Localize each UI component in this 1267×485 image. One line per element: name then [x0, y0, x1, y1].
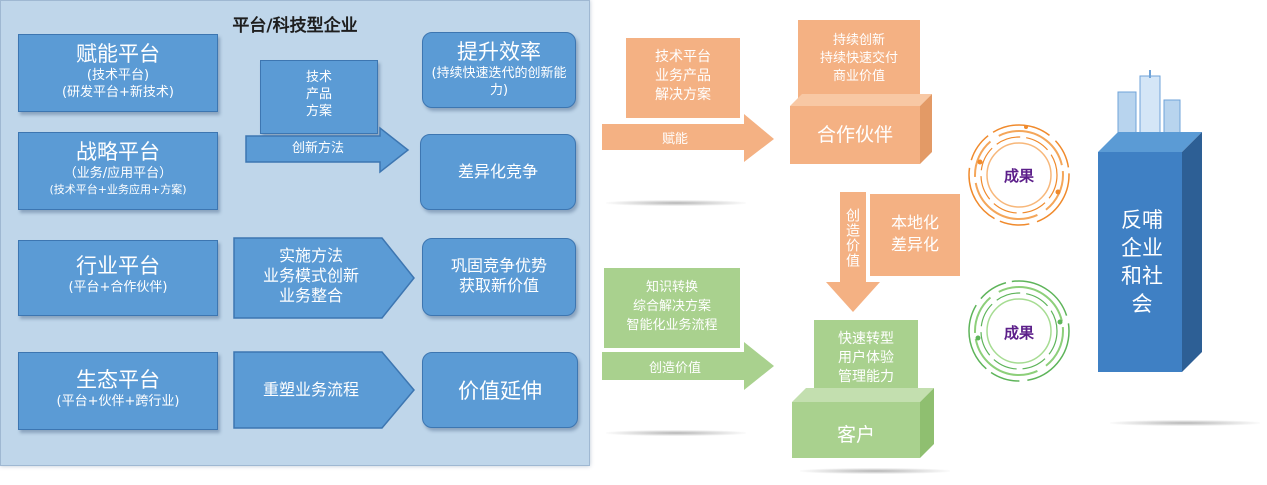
localize-line: 本地化 [890, 213, 939, 232]
customer-label: 客户 [836, 424, 875, 446]
impl-arrow-shape [233, 237, 415, 319]
reshape-arrow-label: 重塑业务流程 [262, 380, 359, 399]
customer-top-line: 管理能力 [838, 369, 894, 385]
source-line: 技术平台 [655, 49, 711, 65]
source-line: 业务产品 [655, 68, 711, 84]
tech-line: 方案 [305, 104, 332, 119]
outcome-title: 价值延伸 [458, 379, 542, 403]
platform-empower: 赋能平台 (技术平台) (研发平台+新技术) [18, 34, 218, 112]
partner-top-line: 商业价值 [832, 69, 885, 84]
city-building-icon [1098, 70, 1202, 372]
feedback-line: 会 [1131, 292, 1153, 316]
reshape-arrow-shape [233, 351, 415, 429]
outcome-advantage: 巩固竞争优势 获取新价值 [422, 238, 576, 316]
localize-box: 本地化 差异化 [870, 194, 960, 276]
method-arrow-label: 创新方法 [291, 141, 344, 156]
impl-line: 业务模式创新 [262, 266, 359, 285]
platform-industry: 行业平台 (平台+合作伙伴) [18, 240, 218, 316]
localize-line: 差异化 [890, 235, 939, 254]
outcome-value-extension: 价值延伸 [422, 352, 578, 428]
result-ring-orange [968, 124, 1070, 226]
platform-name: 赋能平台 [76, 42, 160, 66]
result-ring-green [968, 280, 1070, 382]
platform-sub2: (研发平台+新技术) [61, 85, 175, 100]
impl-line: 业务整合 [278, 286, 343, 305]
outcome-line: 获取新价值 [458, 276, 539, 295]
green-line: 智能化业务流程 [626, 318, 718, 333]
panel-title: 平台/科技型企业 [232, 16, 358, 36]
platform-name: 战略平台 [76, 140, 160, 164]
green-line: 综合解决方案 [632, 299, 711, 314]
create-value-down-arrow [826, 192, 880, 312]
feedback-line: 反哺 [1121, 208, 1163, 232]
feedback-line: 企业 [1121, 236, 1163, 260]
partner-label: 合作伙伴 [816, 124, 893, 146]
customer-top-box: 快速转型 用户体验 管理能力 [814, 320, 918, 398]
feedback-line: 和社 [1121, 264, 1163, 288]
empower-arrow-label: 赋能 [661, 132, 688, 147]
platform-sub2: (技术平台+业务应用+方案) [49, 183, 187, 196]
platform-ecosystem: 生态平台 (平台+伙伴+跨行业) [18, 352, 218, 430]
tech-product-box: 技术 产品 方案 [260, 60, 378, 134]
platform-sub: (平台+合作伙伴) [68, 280, 168, 295]
method-arrow-shape [245, 126, 410, 174]
green-line: 知识转换 [645, 280, 698, 295]
green-arrow-shape [602, 342, 774, 390]
outcome-sub: (持续快速迭代的创新能力) [431, 66, 567, 98]
impl-arrow-text: 实施方法 业务模式创新 业务整合 [236, 246, 386, 306]
outcome-differentiation: 差异化竞争 [420, 134, 576, 210]
outcome-title: 差异化竞争 [457, 162, 538, 181]
empower-arrow-shape [602, 114, 774, 162]
feedback-text: 反哺 企业 和社 会 [1104, 206, 1180, 318]
partner-top-line: 持续快速交付 [819, 51, 898, 66]
result-label: 成果 [1003, 167, 1034, 185]
partner-box-shape [790, 94, 932, 164]
down-arrow-label: 创造价值 [844, 208, 860, 268]
platform-strategy: 战略平台 （业务/应用平台） (技术平台+业务应用+方案) [18, 132, 218, 210]
tech-line: 产品 [305, 87, 332, 102]
shadow-line [1110, 420, 1260, 426]
partner-top-line: 持续创新 [832, 33, 885, 48]
green-arrow-label: 创造价值 [648, 361, 701, 376]
shadow-line [606, 200, 746, 206]
outcome-title: 提升效率 [457, 40, 541, 64]
platform-name: 生态平台 [76, 368, 160, 392]
green-source-box: 知识转换 综合解决方案 智能化业务流程 [604, 268, 740, 348]
outcome-line: 巩固竞争优势 [450, 256, 547, 275]
platform-sub: (技术平台) [86, 68, 150, 83]
customer-box-shape [792, 388, 934, 458]
orange-source-box: 技术平台 业务产品 解决方案 [626, 38, 740, 118]
impl-line: 实施方法 [278, 246, 343, 265]
source-line: 解决方案 [655, 87, 711, 103]
platform-name: 行业平台 [76, 254, 160, 278]
shadow-line [606, 430, 746, 436]
customer-top-line: 快速转型 [838, 331, 894, 347]
platform-sub: (平台+伙伴+跨行业) [56, 394, 180, 409]
result-label: 成果 [1003, 324, 1034, 342]
platform-sub: （业务/应用平台） [63, 166, 173, 181]
tech-line: 技术 [305, 70, 332, 85]
shadow-line [800, 468, 950, 474]
outcome-efficiency: 提升效率 (持续快速迭代的创新能力) [422, 32, 576, 108]
customer-top-line: 用户体验 [838, 350, 894, 366]
partner-top-box: 持续创新 持续快速交付 商业价值 [798, 20, 920, 98]
